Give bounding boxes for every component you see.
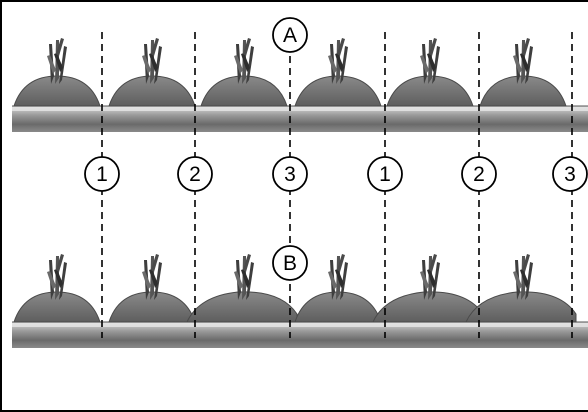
row-label-b: B: [272, 245, 308, 281]
divider-label: 1: [84, 156, 120, 192]
divider-label: 1: [367, 156, 403, 192]
divider-label-text: 3: [564, 163, 576, 186]
row-b: [12, 254, 588, 348]
divider-label: 3: [272, 156, 308, 192]
divider-label-text: 2: [189, 163, 201, 186]
row-label-a: A: [272, 17, 308, 53]
divider-label-text: 1: [379, 163, 391, 186]
row-a: [12, 38, 588, 132]
divider-label-text: 2: [473, 163, 485, 186]
row-b-mound: [465, 291, 577, 323]
divider-label-text: 3: [284, 163, 296, 186]
divider-label: 2: [461, 156, 497, 192]
row-b-mound: [372, 291, 484, 323]
row-b-mound: [186, 291, 298, 323]
divider-label-text: 1: [96, 163, 108, 186]
row-label-b-text: B: [283, 252, 297, 275]
divider-label: 2: [177, 156, 213, 192]
row-label-a-text: A: [283, 24, 297, 47]
circled-labels: A B 1 2 3 1 2 3: [84, 17, 588, 281]
divider-lines: [101, 32, 573, 338]
divider-label: 3: [552, 156, 588, 192]
